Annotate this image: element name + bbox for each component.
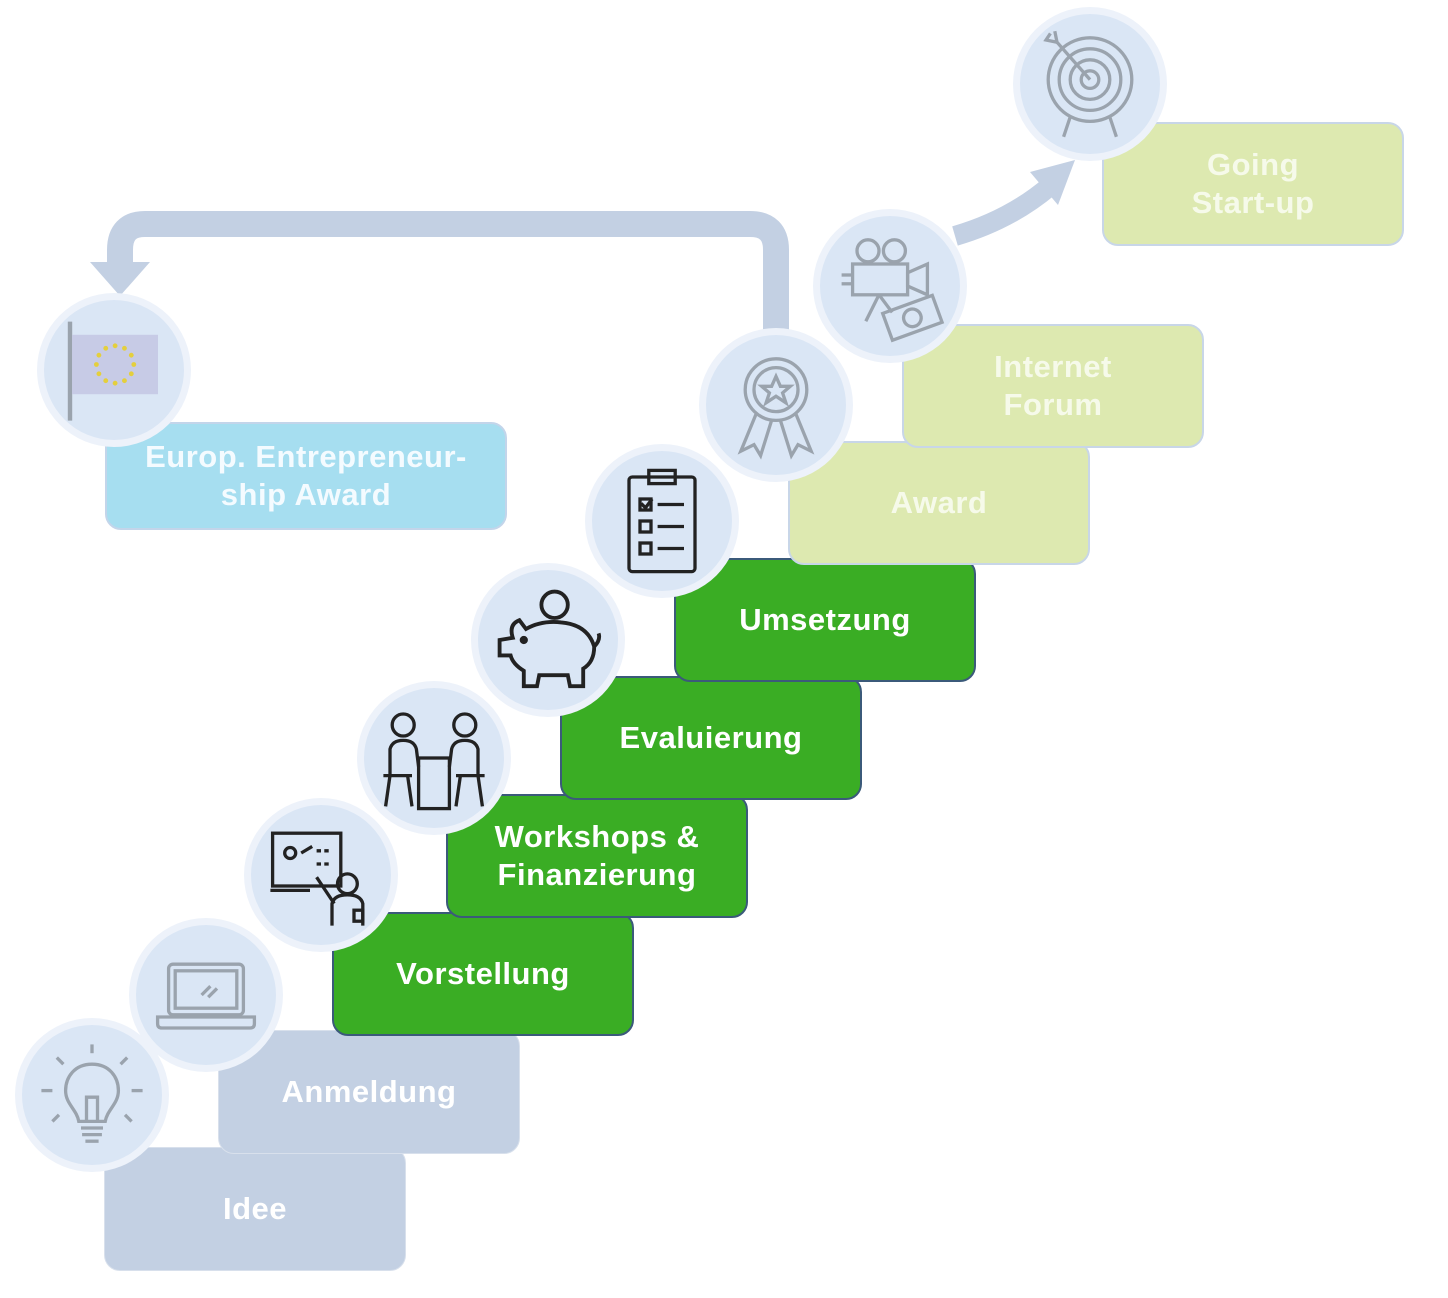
step-europ-award: Europ. Entrepreneur- ship Award xyxy=(105,422,507,530)
eu-star xyxy=(96,352,102,358)
eu-star xyxy=(112,380,118,386)
step-europ-award-label: Europ. Entrepreneur- ship Award xyxy=(145,439,467,512)
eu-star xyxy=(103,345,109,351)
step-internet-forum-label: Internet Forum xyxy=(994,349,1112,422)
eu-star xyxy=(122,345,127,351)
step-award-label: Award xyxy=(890,485,988,520)
eu-star xyxy=(93,362,99,367)
step-vorstellung-label: Vorstellung xyxy=(396,956,570,991)
step-anmeldung: Anmeldung xyxy=(218,1030,520,1154)
eu-star xyxy=(96,371,102,377)
award-ribbon-icon xyxy=(706,335,846,475)
eu-star xyxy=(128,371,134,377)
step-evaluierung: Evaluierung xyxy=(560,676,862,800)
checklist-icon xyxy=(592,451,732,591)
step-internet-forum: Internet Forum xyxy=(902,324,1204,448)
step-evaluierung-label: Evaluierung xyxy=(619,720,803,755)
eu-star xyxy=(122,378,127,384)
step-workshops: Workshops & Finanzierung xyxy=(446,794,748,918)
eu-star xyxy=(103,378,109,384)
step-workshops-label: Workshops & Finanzierung xyxy=(494,819,700,892)
step-going-startup-label: Going Start-up xyxy=(1191,147,1315,220)
eu-star xyxy=(131,362,137,367)
step-vorstellung: Vorstellung xyxy=(332,912,634,1036)
step-going-startup: Going Start-up xyxy=(1102,122,1404,246)
meeting-icon xyxy=(364,688,504,828)
eu-star xyxy=(112,343,118,349)
step-idee-label: Idee xyxy=(222,1191,288,1226)
presentation-icon xyxy=(251,805,391,945)
step-anmeldung-label: Anmeldung xyxy=(281,1074,457,1109)
target-icon xyxy=(1020,14,1160,154)
video-camera-money-icon xyxy=(820,216,960,356)
laptop-icon xyxy=(136,925,276,1065)
step-idee: Idee xyxy=(104,1147,406,1271)
eu-flag-icon xyxy=(44,300,184,440)
step-umsetzung-label: Umsetzung xyxy=(739,602,911,637)
lightbulb-icon xyxy=(22,1025,162,1165)
step-award: Award xyxy=(788,441,1090,565)
eu-star xyxy=(128,352,134,358)
piggy-bank-icon xyxy=(478,570,618,710)
step-umsetzung: Umsetzung xyxy=(674,558,976,682)
